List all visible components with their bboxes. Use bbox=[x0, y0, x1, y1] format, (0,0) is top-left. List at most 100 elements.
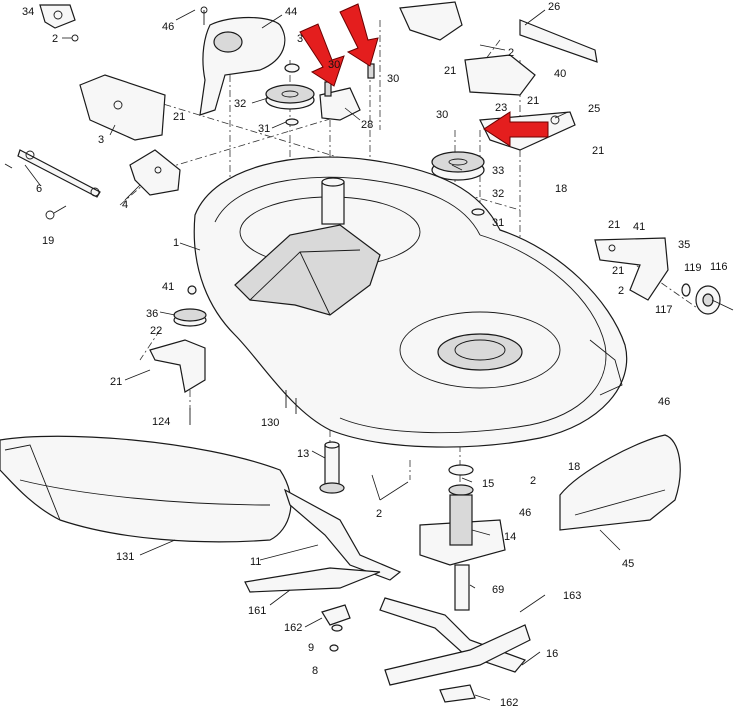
callout-130: 130 bbox=[261, 417, 279, 429]
part-3-shield bbox=[79, 74, 166, 141]
callout-3: 3 bbox=[297, 33, 303, 45]
callout-21: 21 bbox=[592, 145, 604, 157]
callout-32: 32 bbox=[234, 98, 246, 110]
callout-8: 8 bbox=[312, 665, 318, 677]
part-8-bolt bbox=[329, 644, 339, 652]
callout-162: 162 bbox=[284, 622, 302, 634]
callout-32: 32 bbox=[492, 188, 504, 200]
callout-45: 45 bbox=[622, 558, 634, 570]
callout-46: 46 bbox=[658, 396, 670, 408]
callout-31: 31 bbox=[492, 217, 504, 229]
leader-lines bbox=[24, 9, 621, 701]
callout-131: 131 bbox=[116, 551, 134, 563]
callout-28: 28 bbox=[361, 119, 373, 131]
callout-2: 2 bbox=[52, 33, 58, 45]
part-9-washer bbox=[331, 624, 343, 632]
callout-21: 21 bbox=[444, 65, 456, 77]
part-32-pulley-left bbox=[265, 84, 315, 110]
part-130-bolts bbox=[285, 390, 297, 414]
part-15-bearing bbox=[448, 464, 474, 496]
callout-117: 117 bbox=[655, 304, 673, 316]
callout-21: 21 bbox=[527, 95, 539, 107]
callout-26: 26 bbox=[548, 1, 560, 13]
callout-35: 35 bbox=[678, 239, 690, 251]
part-31-washer-right bbox=[471, 208, 485, 216]
callout-46: 46 bbox=[519, 507, 531, 519]
callout-40: 40 bbox=[554, 68, 566, 80]
callout-2: 2 bbox=[530, 475, 536, 487]
callout-15: 15 bbox=[482, 478, 494, 490]
part-69-shaft bbox=[454, 564, 470, 611]
part-22-bracket bbox=[149, 339, 206, 393]
mower-deck bbox=[193, 156, 628, 448]
callout-2: 2 bbox=[376, 508, 382, 520]
callout-23: 23 bbox=[495, 102, 507, 114]
callout-4: 4 bbox=[122, 199, 128, 211]
part-4-bracket bbox=[129, 149, 181, 196]
part-162-adapter-bottom bbox=[439, 684, 476, 703]
part-36-pulley bbox=[173, 308, 207, 327]
part-30-bolt-b bbox=[367, 63, 375, 79]
callout-2: 2 bbox=[618, 285, 624, 297]
callout-69: 69 bbox=[492, 584, 504, 596]
callout-13: 13 bbox=[297, 448, 309, 460]
part-23-bracket bbox=[464, 54, 536, 96]
part-116-bolt bbox=[711, 299, 734, 311]
part-3-nut-top bbox=[284, 63, 300, 73]
part-41-nut-left bbox=[187, 285, 197, 295]
part-45-cover bbox=[559, 434, 681, 531]
red-arrow-middle bbox=[339, 3, 379, 67]
part-32-pulley-right bbox=[431, 151, 485, 181]
callout-119: 119 bbox=[684, 262, 702, 274]
callout-11: 11 bbox=[250, 556, 261, 568]
callout-41: 41 bbox=[162, 281, 174, 293]
callout-44: 44 bbox=[285, 6, 297, 18]
callout-162: 162 bbox=[500, 697, 518, 709]
callout-34: 34 bbox=[22, 6, 34, 18]
callout-124: 124 bbox=[152, 416, 170, 428]
part-11-blade-left bbox=[244, 488, 402, 593]
part-19-bolt bbox=[45, 205, 67, 220]
red-arrow-left bbox=[299, 23, 345, 87]
part-44-cover bbox=[199, 16, 286, 116]
callout-30: 30 bbox=[328, 59, 340, 71]
callout-21: 21 bbox=[110, 376, 122, 388]
callout-41: 41 bbox=[633, 221, 645, 233]
part-35-bracket bbox=[594, 237, 669, 301]
part-162-adapter-left bbox=[321, 604, 351, 626]
part-117-idler-wheel bbox=[695, 285, 721, 315]
callout-21: 21 bbox=[612, 265, 624, 277]
part-13-spindle bbox=[319, 441, 345, 494]
callout-46: 46 bbox=[162, 21, 174, 33]
callout-6: 6 bbox=[36, 183, 42, 195]
callout-9: 9 bbox=[308, 642, 314, 654]
part-34-bracket bbox=[39, 4, 79, 42]
part-46-bolt-top bbox=[200, 6, 208, 25]
callout-116: 116 bbox=[710, 261, 728, 273]
callout-36: 36 bbox=[146, 308, 158, 320]
callout-1: 1 bbox=[173, 237, 179, 249]
callout-31: 31 bbox=[258, 123, 270, 135]
callout-22: 22 bbox=[150, 325, 162, 337]
callout-21: 21 bbox=[173, 111, 185, 123]
callout-33: 33 bbox=[492, 165, 504, 177]
callout-16: 16 bbox=[546, 648, 558, 660]
callout-163: 163 bbox=[563, 590, 581, 602]
part-26-bracket bbox=[399, 1, 598, 63]
callout-30: 30 bbox=[387, 73, 399, 85]
callout-19: 19 bbox=[42, 235, 54, 247]
part-6-rod bbox=[4, 149, 101, 198]
part-163-blade-right bbox=[379, 597, 531, 686]
callout-18: 18 bbox=[555, 183, 567, 195]
callout-2: 2 bbox=[508, 47, 514, 59]
part-14-spindle-housing bbox=[419, 494, 506, 566]
part-131-discharge-chute bbox=[0, 435, 292, 543]
callout-14: 14 bbox=[504, 531, 516, 543]
indicator-arrows bbox=[299, 3, 549, 147]
red-arrow-right bbox=[483, 111, 549, 147]
callout-3: 3 bbox=[98, 134, 104, 146]
callout-18: 18 bbox=[568, 461, 580, 473]
callout-30: 30 bbox=[436, 109, 448, 121]
part-119-washer bbox=[681, 283, 691, 297]
